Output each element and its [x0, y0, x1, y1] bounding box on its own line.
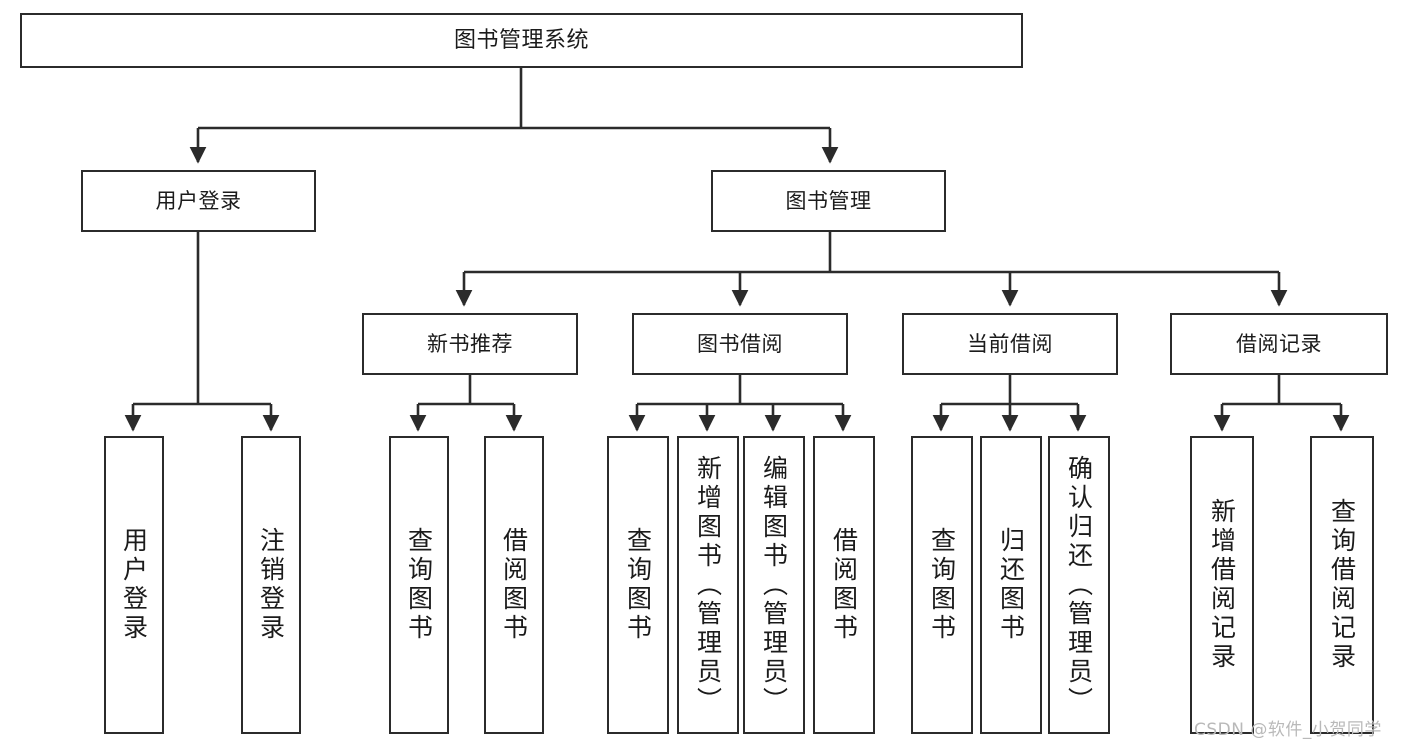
node-label: 图书借阅 — [697, 331, 783, 356]
node-borrow-record[interactable]: 借阅记录 — [1170, 313, 1388, 375]
node-label: 注销登录 — [256, 527, 286, 643]
leaf-current-borrow-return-book[interactable]: 归还图书 — [980, 436, 1042, 734]
node-label: 查询借阅记录 — [1327, 498, 1357, 672]
leaf-new-book-query-book[interactable]: 查询图书 — [389, 436, 449, 734]
node-book-borrow[interactable]: 图书借阅 — [632, 313, 848, 375]
node-label: 确认归还（管理员） — [1064, 454, 1094, 716]
node-label: 图书管理系统 — [453, 27, 589, 53]
node-label: 当前借阅 — [967, 331, 1053, 356]
node-current-borrow[interactable]: 当前借阅 — [902, 313, 1118, 375]
leaf-book-borrow-borrow-book[interactable]: 借阅图书 — [813, 436, 875, 734]
leaf-current-borrow-confirm-return-admin[interactable]: 确认归还（管理员） — [1048, 436, 1110, 734]
csdn-watermark: CSDN @软件_小贺同学 — [1194, 720, 1382, 740]
node-label: 编辑图书（管理员） — [759, 454, 789, 716]
node-label: 借阅记录 — [1236, 331, 1322, 356]
node-label: 新增图书（管理员） — [693, 454, 723, 716]
node-label: 借阅图书 — [499, 527, 529, 643]
leaf-borrow-record-query-record[interactable]: 查询借阅记录 — [1310, 436, 1374, 734]
leaf-borrow-record-add-record[interactable]: 新增借阅记录 — [1190, 436, 1254, 734]
leaf-book-borrow-edit-book-admin[interactable]: 编辑图书（管理员） — [743, 436, 805, 734]
node-label: 新书推荐 — [427, 331, 513, 356]
node-root-book-management-system[interactable]: 图书管理系统 — [20, 13, 1023, 68]
node-label: 归还图书 — [996, 527, 1026, 643]
leaf-book-borrow-query-book[interactable]: 查询图书 — [607, 436, 669, 734]
node-label: 图书管理 — [785, 188, 872, 213]
leaf-book-borrow-add-book-admin[interactable]: 新增图书（管理员） — [677, 436, 739, 734]
leaf-user-login-login[interactable]: 用户登录 — [104, 436, 164, 734]
leaf-new-book-borrow-book[interactable]: 借阅图书 — [484, 436, 544, 734]
leaf-user-login-logout[interactable]: 注销登录 — [241, 436, 301, 734]
node-book-management[interactable]: 图书管理 — [711, 170, 946, 232]
node-label: 查询图书 — [927, 527, 957, 643]
node-label: 查询图书 — [623, 527, 653, 643]
node-new-book-recommend[interactable]: 新书推荐 — [362, 313, 578, 375]
node-label: 用户登录 — [119, 527, 149, 643]
node-label: 查询图书 — [404, 527, 434, 643]
node-label: 用户登录 — [155, 188, 242, 213]
node-user-login[interactable]: 用户登录 — [81, 170, 316, 232]
node-label: 借阅图书 — [829, 527, 859, 643]
node-label: 新增借阅记录 — [1207, 498, 1237, 672]
leaf-current-borrow-query-book[interactable]: 查询图书 — [911, 436, 973, 734]
